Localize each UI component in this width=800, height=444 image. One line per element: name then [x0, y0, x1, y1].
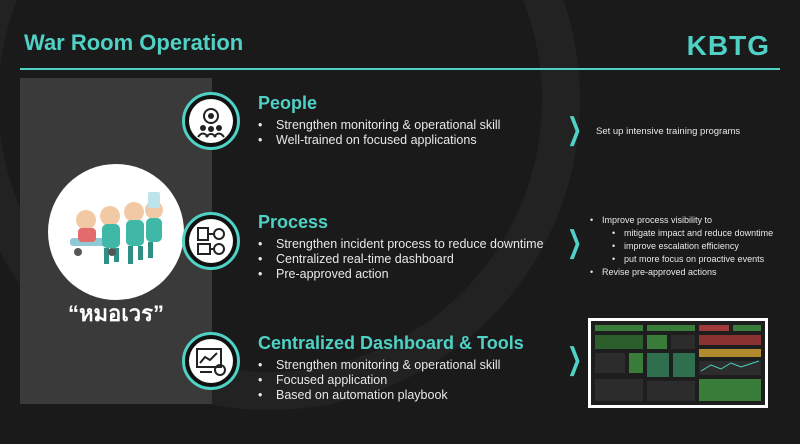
list-item: Strengthen monitoring & operational skil… [258, 358, 500, 373]
section-title-process: Process [258, 212, 329, 232]
list-item: Revise pre-approved actions [590, 266, 773, 279]
list-item: put more focus on proactive events [590, 253, 773, 266]
people-bullet-list: Strengthen monitoring & operational skil… [258, 118, 500, 148]
on-duty-doctor-label: “หมอเวร” [68, 301, 164, 326]
dashboard-bullet-list: Strengthen monitoring & operational skil… [258, 358, 500, 403]
list-item: Strengthen incident process to reduce do… [258, 237, 544, 252]
section-title-people: People [258, 93, 318, 113]
process-bullet-list: Strengthen incident process to reduce do… [258, 237, 544, 282]
people-note: Set up intensive training programs [596, 126, 741, 137]
list-item: mitigate impact and reduce downtime [590, 227, 773, 240]
dashboard-chart-icon [182, 332, 240, 390]
kbtg-logo: KBTG [686, 30, 770, 61]
list-item: Pre-approved action [258, 267, 544, 282]
dashboard-screenshot [588, 318, 768, 408]
page-title: War Room Operation [24, 30, 244, 55]
people-gear-icon [182, 92, 240, 150]
chevron-right-icon: ❯ [567, 113, 583, 146]
header-divider [20, 68, 780, 70]
list-item: Based on automation playbook [258, 388, 500, 403]
section-title-dashboard: Centralized Dashboard & Tools [258, 333, 524, 353]
list-item: Focused application [258, 373, 500, 388]
process-notes: Improve process visibility to mitigate i… [590, 214, 773, 279]
list-item: Improve process visibility to [590, 214, 773, 227]
process-flow-icon [182, 212, 240, 270]
list-item: Centralized real-time dashboard [258, 252, 544, 267]
doctors-illustration-image [48, 164, 184, 300]
left-panel: “หมอเวร” [20, 78, 212, 404]
list-item: Strengthen monitoring & operational skil… [258, 118, 500, 133]
chevron-right-icon: ❯ [567, 226, 583, 259]
list-item: improve escalation efficiency [590, 240, 773, 253]
chevron-right-icon: ❯ [567, 343, 583, 376]
list-item: Well-trained on focused applications [258, 133, 500, 148]
